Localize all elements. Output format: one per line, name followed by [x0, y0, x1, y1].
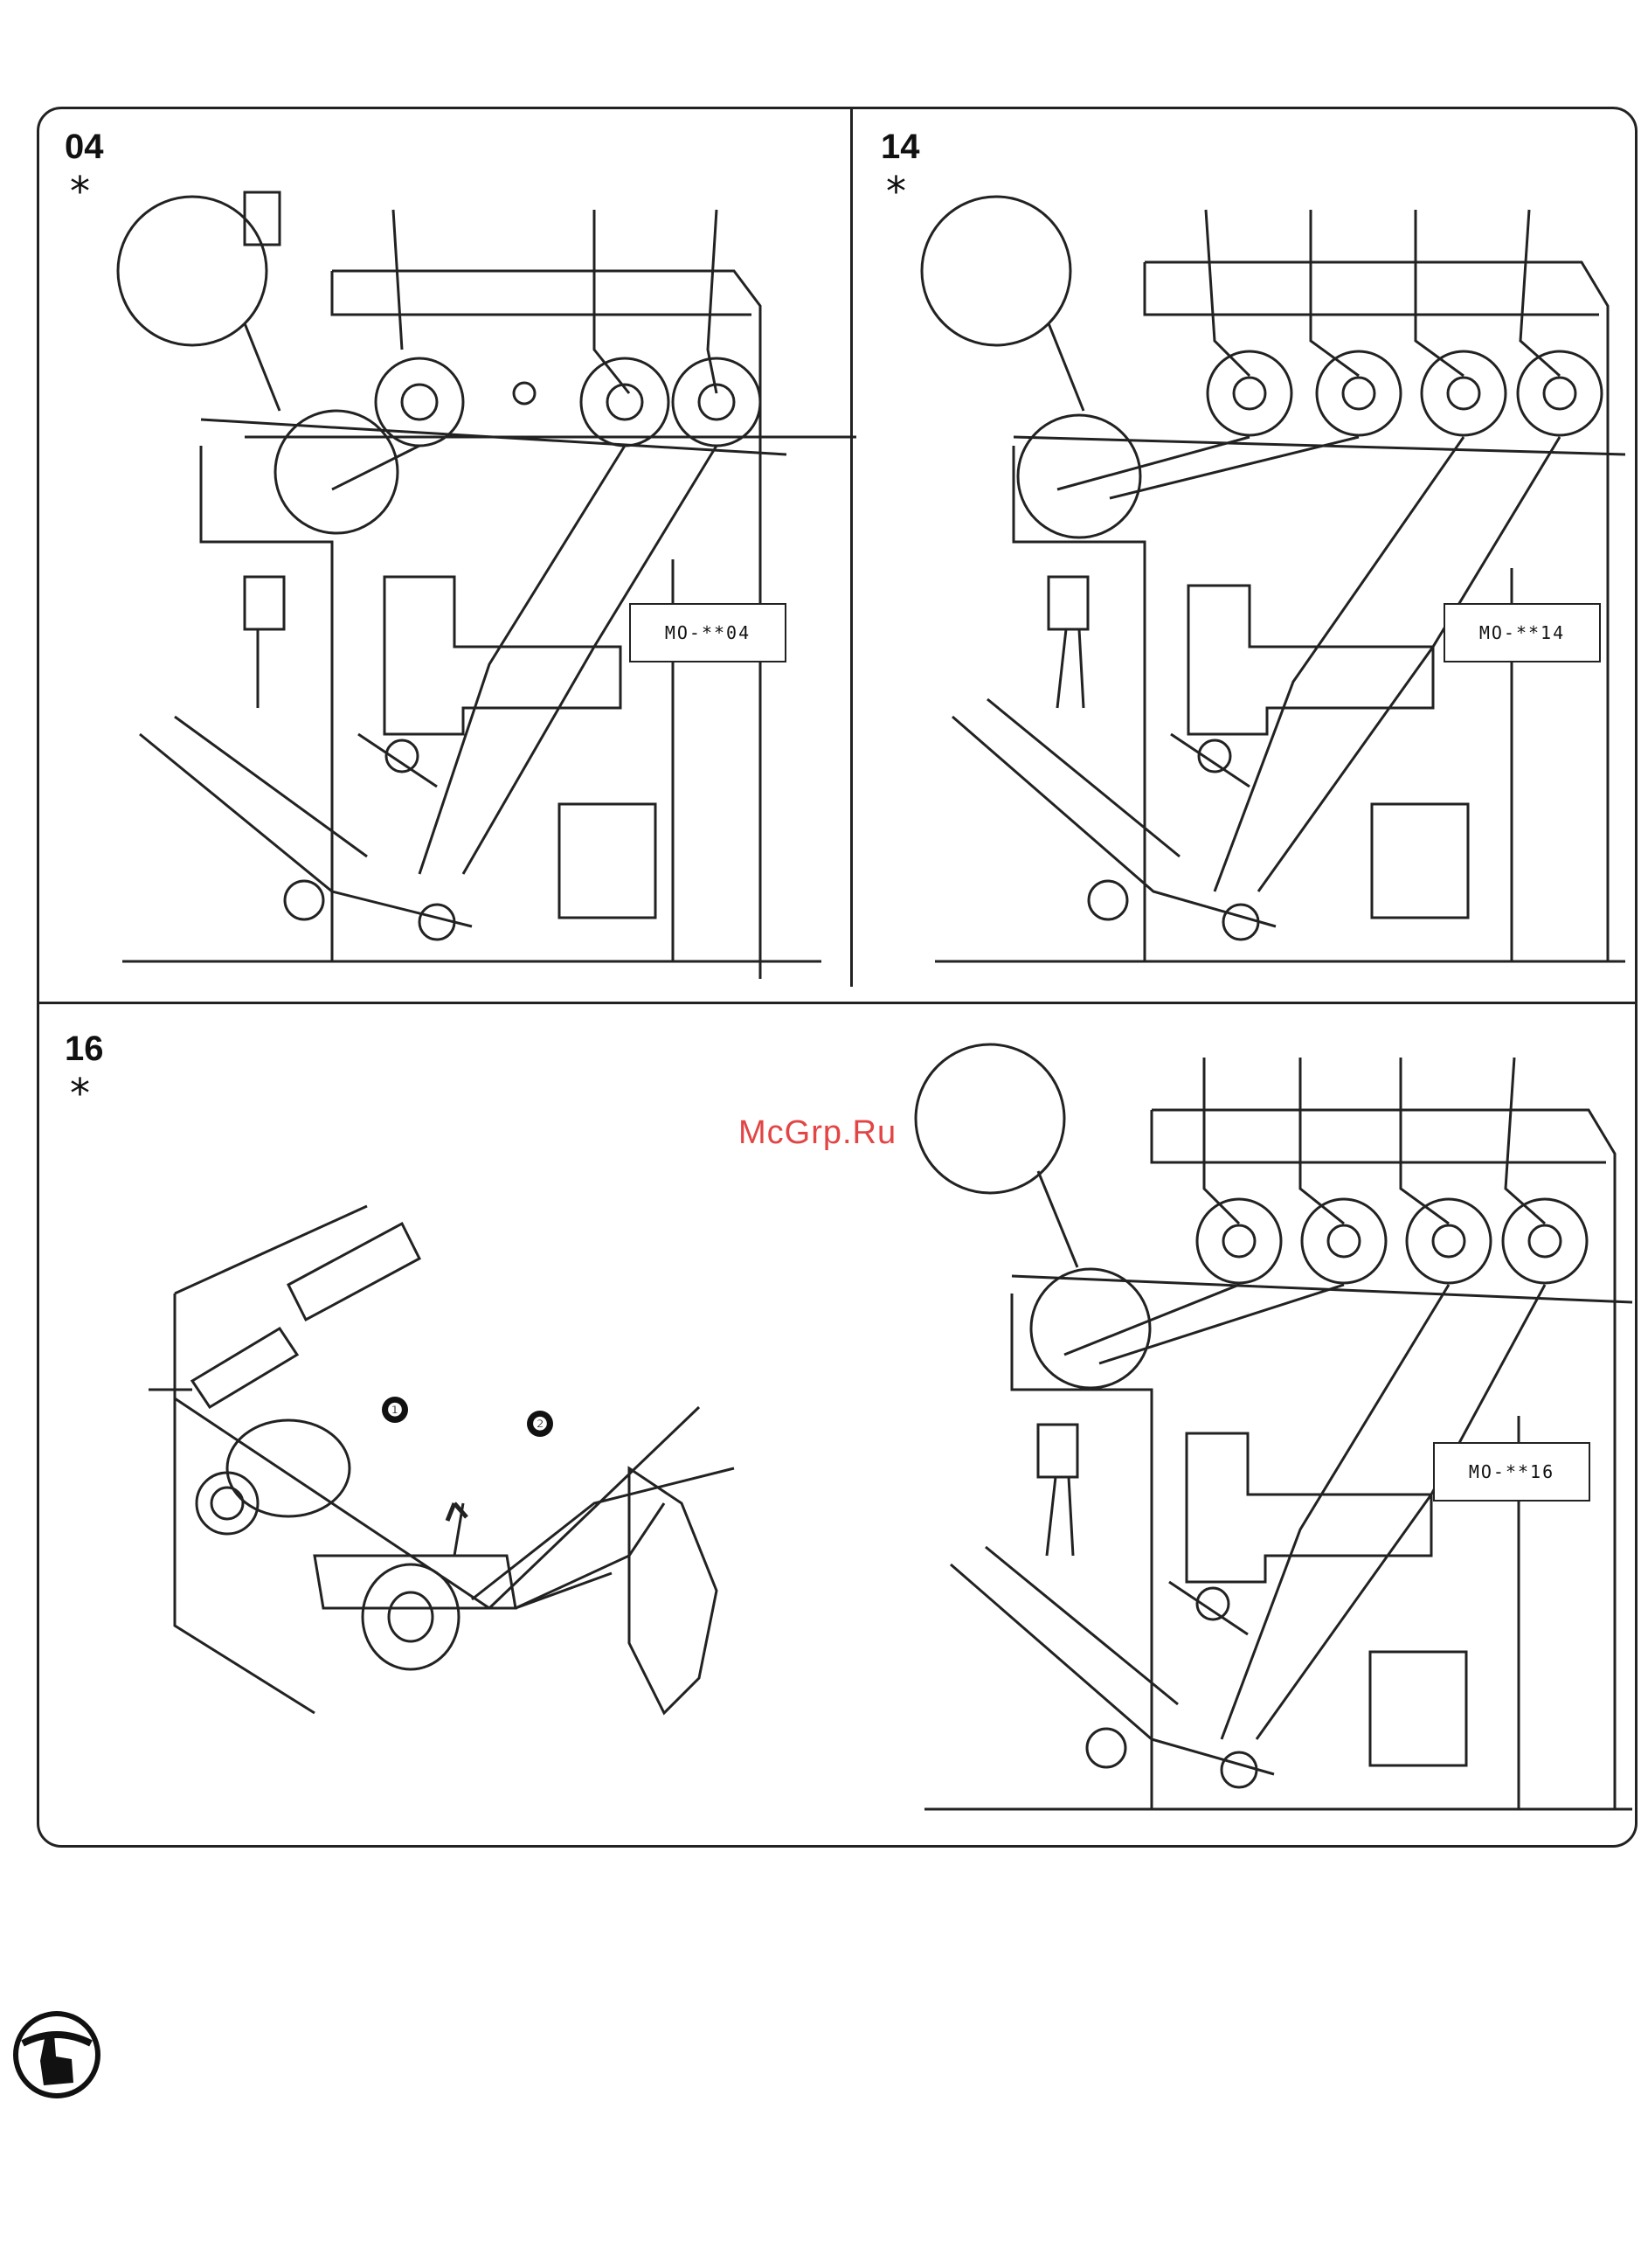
panel-label-14: 14	[881, 129, 920, 164]
threading-figure-04	[70, 192, 821, 979]
threading-figure-14	[883, 192, 1625, 979]
model-label-16: MO-**16	[1433, 1442, 1590, 1502]
callout-2: ❷	[527, 1411, 553, 1437]
callout-1: ❶	[382, 1397, 408, 1423]
panel-label-16: 16	[65, 1031, 104, 1066]
looper-detail-figure-16	[140, 1189, 786, 1748]
watermark: McGrp.Ru	[738, 1114, 897, 1152]
threading-figure-16	[890, 1040, 1632, 1827]
caution-hand-icon	[10, 2008, 103, 2101]
asterisk-16: *	[70, 1073, 90, 1113]
model-label-14: MO-**14	[1444, 603, 1601, 662]
model-label-04: MO-**04	[629, 603, 786, 662]
panel-divider-vertical	[850, 108, 853, 987]
panel-divider-horizontal	[38, 1002, 1637, 1004]
panel-label-04: 04	[65, 129, 104, 164]
